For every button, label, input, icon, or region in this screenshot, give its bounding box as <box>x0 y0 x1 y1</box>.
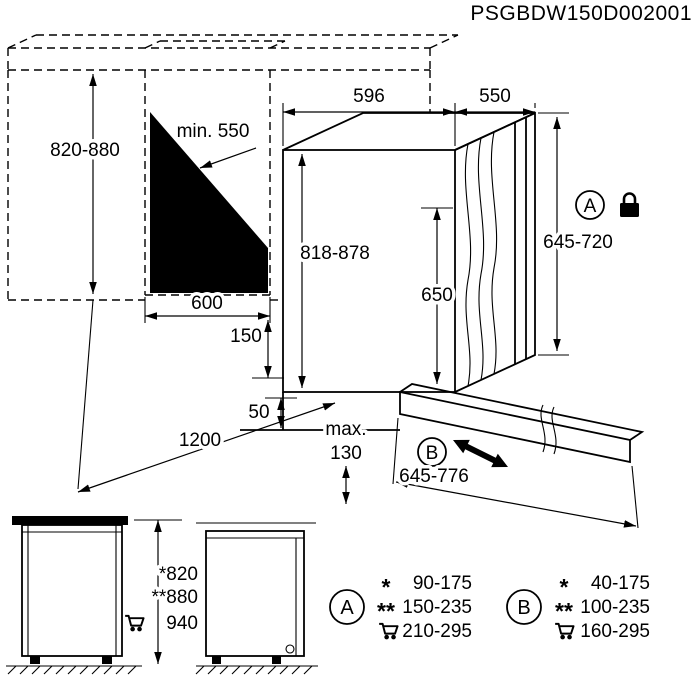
break-wave-line <box>477 137 485 381</box>
marker-a-circle <box>575 190 605 220</box>
legend-a-value-1: 90-175 <box>413 573 472 594</box>
niche-cutout-edge <box>269 40 286 49</box>
dim-niche-height: 820-880 <box>50 140 120 161</box>
legend-a: A * 90-175 ** 150-235 210-295 <box>329 573 472 642</box>
marker-b: B <box>417 437 447 467</box>
marker-b-circle <box>417 437 447 467</box>
dim-plinth-value: 130 <box>330 443 362 464</box>
niche-shadow <box>150 112 268 293</box>
dim-lower-offset: 50 <box>248 402 269 423</box>
dimension-labels: 596 550 818-878 650 645-720 820-880 min.… <box>47 83 617 491</box>
marker-a-label: A <box>584 196 597 217</box>
legend-b-value-2: 100-235 <box>580 597 650 618</box>
lock-icon <box>620 192 639 217</box>
rear-roller <box>285 644 295 654</box>
dim-plinth-label: max. <box>325 419 366 440</box>
dim-appliance-height: 818-878 <box>300 243 370 264</box>
legend: A * 90-175 ** 150-235 210-295 B * 40-175… <box>329 573 650 642</box>
counter-section <box>12 516 128 525</box>
height-max: 940 <box>166 613 198 634</box>
legend-b-value-1: 40-175 <box>591 573 650 594</box>
counter-edge <box>429 34 459 49</box>
dim-niche-width: 600 <box>191 293 223 314</box>
foot <box>212 656 221 664</box>
break-wave-line <box>540 404 546 453</box>
double-star-marker: ** <box>377 598 395 624</box>
foot <box>102 656 112 664</box>
legend-a-circle <box>329 589 365 625</box>
extension-line <box>392 417 399 485</box>
foot <box>272 656 281 664</box>
dim-front-clearance: 1200 <box>179 430 221 451</box>
lock-body <box>620 203 639 217</box>
double-arrow-icon <box>453 439 508 468</box>
dim-appliance-width: 596 <box>353 86 385 107</box>
double-star-marker: ** <box>555 598 573 624</box>
dim-inner-height: 650 <box>421 285 453 306</box>
legend-b-value-3: 160-295 <box>580 621 650 642</box>
niche-drawing <box>7 34 459 301</box>
dim-niche-depth-line <box>199 147 257 169</box>
legend-a-value-3: 210-295 <box>402 621 472 642</box>
legend-a-label: A <box>340 597 354 619</box>
star-marker: * <box>560 574 569 600</box>
legend-b-label: B <box>517 597 530 619</box>
door-panel-drawing <box>399 383 645 464</box>
counter-edge <box>7 34 37 49</box>
diagram-title: PSGBDW150D002001 <box>470 2 692 25</box>
marker-b-label: B <box>426 443 439 464</box>
height-standard: *820 <box>159 564 198 585</box>
appliance-outline <box>205 530 305 657</box>
star-marker: * <box>382 574 391 600</box>
dim-side-panel-height: 645-720 <box>543 232 613 253</box>
break-wave-line <box>490 131 498 375</box>
niche-cutout-edge <box>144 40 161 49</box>
foot <box>30 656 40 664</box>
dimension-lines <box>77 74 639 529</box>
dim-upper-offset: 150 <box>230 326 262 347</box>
break-wave-line <box>464 143 472 387</box>
appliance-outline <box>21 524 123 657</box>
door-panel-top <box>399 383 645 441</box>
appliance-right-face <box>454 111 536 393</box>
appliance-front-face <box>282 149 456 393</box>
height-raised: **880 <box>152 587 199 608</box>
legend-b-circle <box>506 589 542 625</box>
lock-shackle <box>622 192 637 203</box>
legend-b: B * 40-175 ** 100-235 160-295 <box>506 573 650 642</box>
side-elevation-view <box>195 522 318 675</box>
dim-appliance-depth: 550 <box>479 86 511 107</box>
dim-door-panel-height: 645-776 <box>399 466 469 487</box>
front-elevation-view: *820 **880 940 <box>6 516 202 675</box>
dim-door-panel-line <box>395 480 637 528</box>
dim-clearance-line <box>77 402 336 493</box>
marker-a: A <box>575 190 605 220</box>
floor-hatch <box>7 665 137 675</box>
break-wave-line <box>551 406 557 455</box>
floor-hatch <box>195 665 313 675</box>
dim-niche-depth: min. 550 <box>177 121 250 142</box>
legend-a-value-2: 150-235 <box>402 597 472 618</box>
